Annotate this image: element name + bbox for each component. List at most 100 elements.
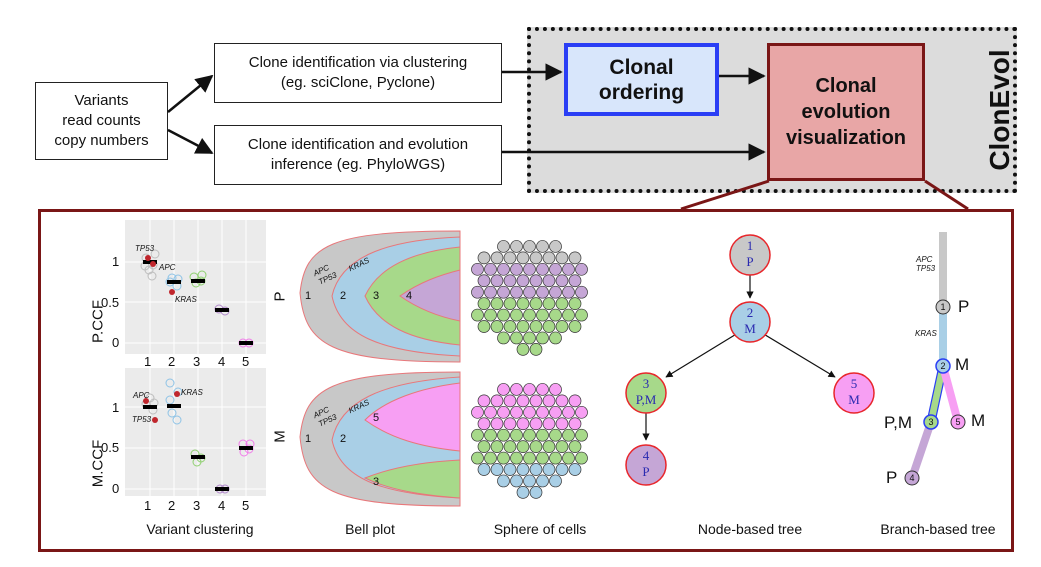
cell — [471, 285, 484, 299]
cell — [536, 331, 549, 345]
bell-plot-m — [299, 371, 461, 507]
cell — [555, 274, 569, 288]
branch-node-1 — [935, 299, 951, 315]
p-driver-kras — [169, 289, 175, 295]
cell — [510, 428, 523, 442]
branch-node-4-id: 4 — [909, 473, 915, 483]
cell — [516, 463, 530, 476]
clonal-evolution-box: Clonal evolution visualization — [767, 43, 925, 181]
variant-clustering-caption: Variant clustering — [146, 521, 254, 537]
cell — [484, 405, 497, 419]
cell — [516, 343, 530, 356]
cell — [477, 251, 491, 265]
m-annot-kras: KRAS — [181, 388, 203, 397]
cell — [568, 297, 582, 310]
cell — [490, 440, 504, 453]
cell — [568, 417, 582, 431]
cell — [510, 383, 523, 396]
cell — [471, 262, 484, 276]
cell — [562, 405, 575, 419]
cell — [549, 383, 562, 396]
cell — [529, 320, 543, 333]
p-driver-tp53 — [145, 255, 151, 261]
cell — [536, 451, 549, 465]
cell — [529, 486, 543, 499]
cell — [523, 285, 536, 299]
cell — [484, 428, 497, 442]
examples-panel — [38, 209, 1014, 552]
m-xtick-4: 4 — [218, 498, 226, 513]
cell — [516, 394, 530, 408]
branch-node-4-samples: P — [886, 468, 898, 487]
cell — [503, 251, 517, 265]
zoom-line-right — [924, 179, 969, 211]
cell — [490, 320, 504, 333]
node-2-samples: M — [744, 321, 756, 336]
sphere-p — [471, 240, 588, 356]
cell — [490, 297, 504, 310]
cell — [523, 405, 536, 419]
cell — [490, 251, 504, 265]
p-driver-apc — [150, 261, 156, 267]
m-xtick-5: 5 — [242, 498, 250, 513]
cell — [516, 440, 530, 453]
inputs-box: Variants read counts copy numbers — [35, 82, 168, 160]
bell-p-clone-2-label: 2 — [340, 290, 347, 302]
p-ytick-0: 0 — [112, 335, 120, 350]
sphere-m — [471, 383, 588, 499]
p-xtick-3: 3 — [193, 354, 201, 369]
cell — [516, 297, 530, 310]
bell-p-clone-1-label: 1 — [305, 290, 312, 302]
cell — [484, 262, 497, 276]
node-tree-node-5 — [833, 372, 875, 414]
cell — [536, 308, 549, 322]
bell-plot-p — [299, 230, 461, 363]
cell — [562, 308, 575, 322]
phylowgs-box: Clone identification and evolution infer… — [214, 125, 502, 185]
cell — [503, 394, 517, 408]
cell — [575, 428, 588, 442]
branch-node-2-id: 2 — [940, 361, 946, 371]
cell — [568, 274, 582, 288]
cell — [542, 274, 556, 288]
cell — [562, 262, 575, 276]
cell — [503, 320, 517, 333]
cell — [471, 405, 484, 419]
cell — [575, 285, 588, 299]
cell — [536, 428, 549, 442]
branch-node-5-samples: M — [971, 411, 986, 430]
cell — [523, 240, 536, 253]
m-annot-apc: APC — [133, 391, 150, 400]
arrow-to-phylowgs — [167, 128, 214, 155]
cell — [529, 297, 543, 310]
cell — [516, 251, 530, 265]
cell — [503, 417, 517, 431]
cell — [536, 240, 549, 253]
cell — [542, 463, 556, 476]
p-annot-apc: APC — [159, 263, 176, 272]
cell — [497, 474, 510, 488]
cell — [523, 428, 536, 442]
cell — [497, 451, 510, 465]
node-tree-node-1 — [729, 234, 771, 276]
branch-tree-caption: Branch-based tree — [880, 521, 996, 537]
bell-m-clone-3-label: 3 — [373, 476, 380, 488]
cell — [497, 383, 510, 396]
cell — [555, 394, 569, 408]
branch-node-5 — [950, 414, 966, 430]
cell — [568, 440, 582, 453]
branch-clone-4 — [908, 420, 935, 480]
cell — [549, 405, 562, 419]
cell — [471, 428, 484, 442]
cell — [490, 417, 504, 431]
cell — [536, 474, 549, 488]
cell — [510, 240, 523, 253]
cell — [542, 320, 556, 333]
branch-node-3 — [923, 414, 939, 430]
cell — [562, 451, 575, 465]
cell — [510, 285, 523, 299]
cell — [555, 440, 569, 453]
node-4-samples: P — [642, 464, 650, 479]
